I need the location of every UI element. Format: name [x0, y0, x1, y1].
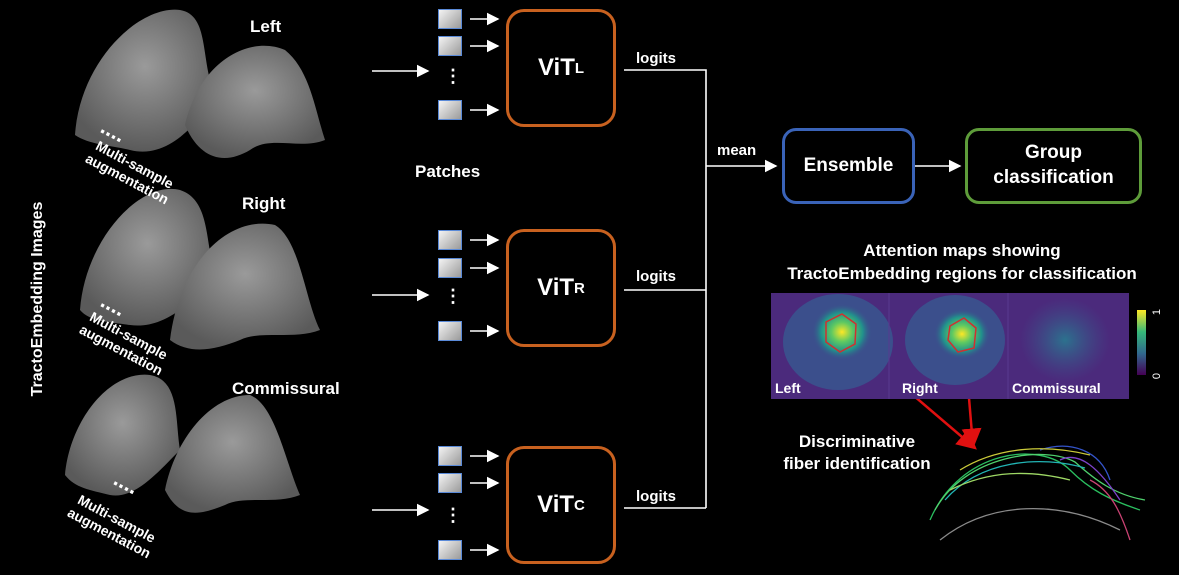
attention-panel-label-commissural: Commissural [1012, 380, 1101, 396]
discriminative-label: Discriminative fiber identification [783, 432, 931, 474]
mean-label: mean [717, 142, 757, 159]
vit-left-label: ViT [537, 54, 575, 81]
patch [438, 36, 462, 56]
vit-right-label: ViT [537, 274, 575, 301]
logits-label-commissural: logits [636, 488, 676, 505]
colorbar-min-label: 0 [1151, 372, 1164, 380]
patches-label: Patches [415, 162, 481, 181]
image-label-left: Left [250, 17, 282, 36]
attention-panel-label-right: Right [902, 380, 938, 396]
patch [438, 473, 462, 493]
vit-commissural-label: ViT [537, 491, 575, 518]
colorbar-max-label: 1 [1151, 308, 1164, 316]
patch [438, 258, 462, 278]
image-label-commissural: Commissural [232, 379, 340, 398]
tractoembedding-images [65, 9, 325, 513]
patch-ellipsis: ⋮ [444, 286, 462, 306]
vit-left-subscript: L [574, 59, 585, 77]
vit-right-subscript: R [574, 279, 585, 297]
patch [438, 540, 462, 560]
patch [438, 321, 462, 341]
vit-commissural-subscript: C [574, 496, 585, 514]
attention-panel-label-left: Left [775, 380, 801, 396]
logits-label-right: logits [636, 268, 676, 285]
patch-ellipsis: ⋮ [444, 66, 462, 86]
attention-title: Attention maps showing TractoEmbedding r… [787, 241, 1137, 283]
patch [438, 100, 462, 120]
ensemble-box: Ensemble [782, 128, 915, 204]
group-classification-box: Group classification [965, 128, 1142, 204]
patch [438, 9, 462, 29]
image-label-right: Right [242, 194, 286, 213]
patch [438, 446, 462, 466]
patch-ellipsis: ⋮ [444, 505, 462, 525]
logits-label-left: logits [636, 50, 676, 67]
patch [438, 230, 462, 250]
